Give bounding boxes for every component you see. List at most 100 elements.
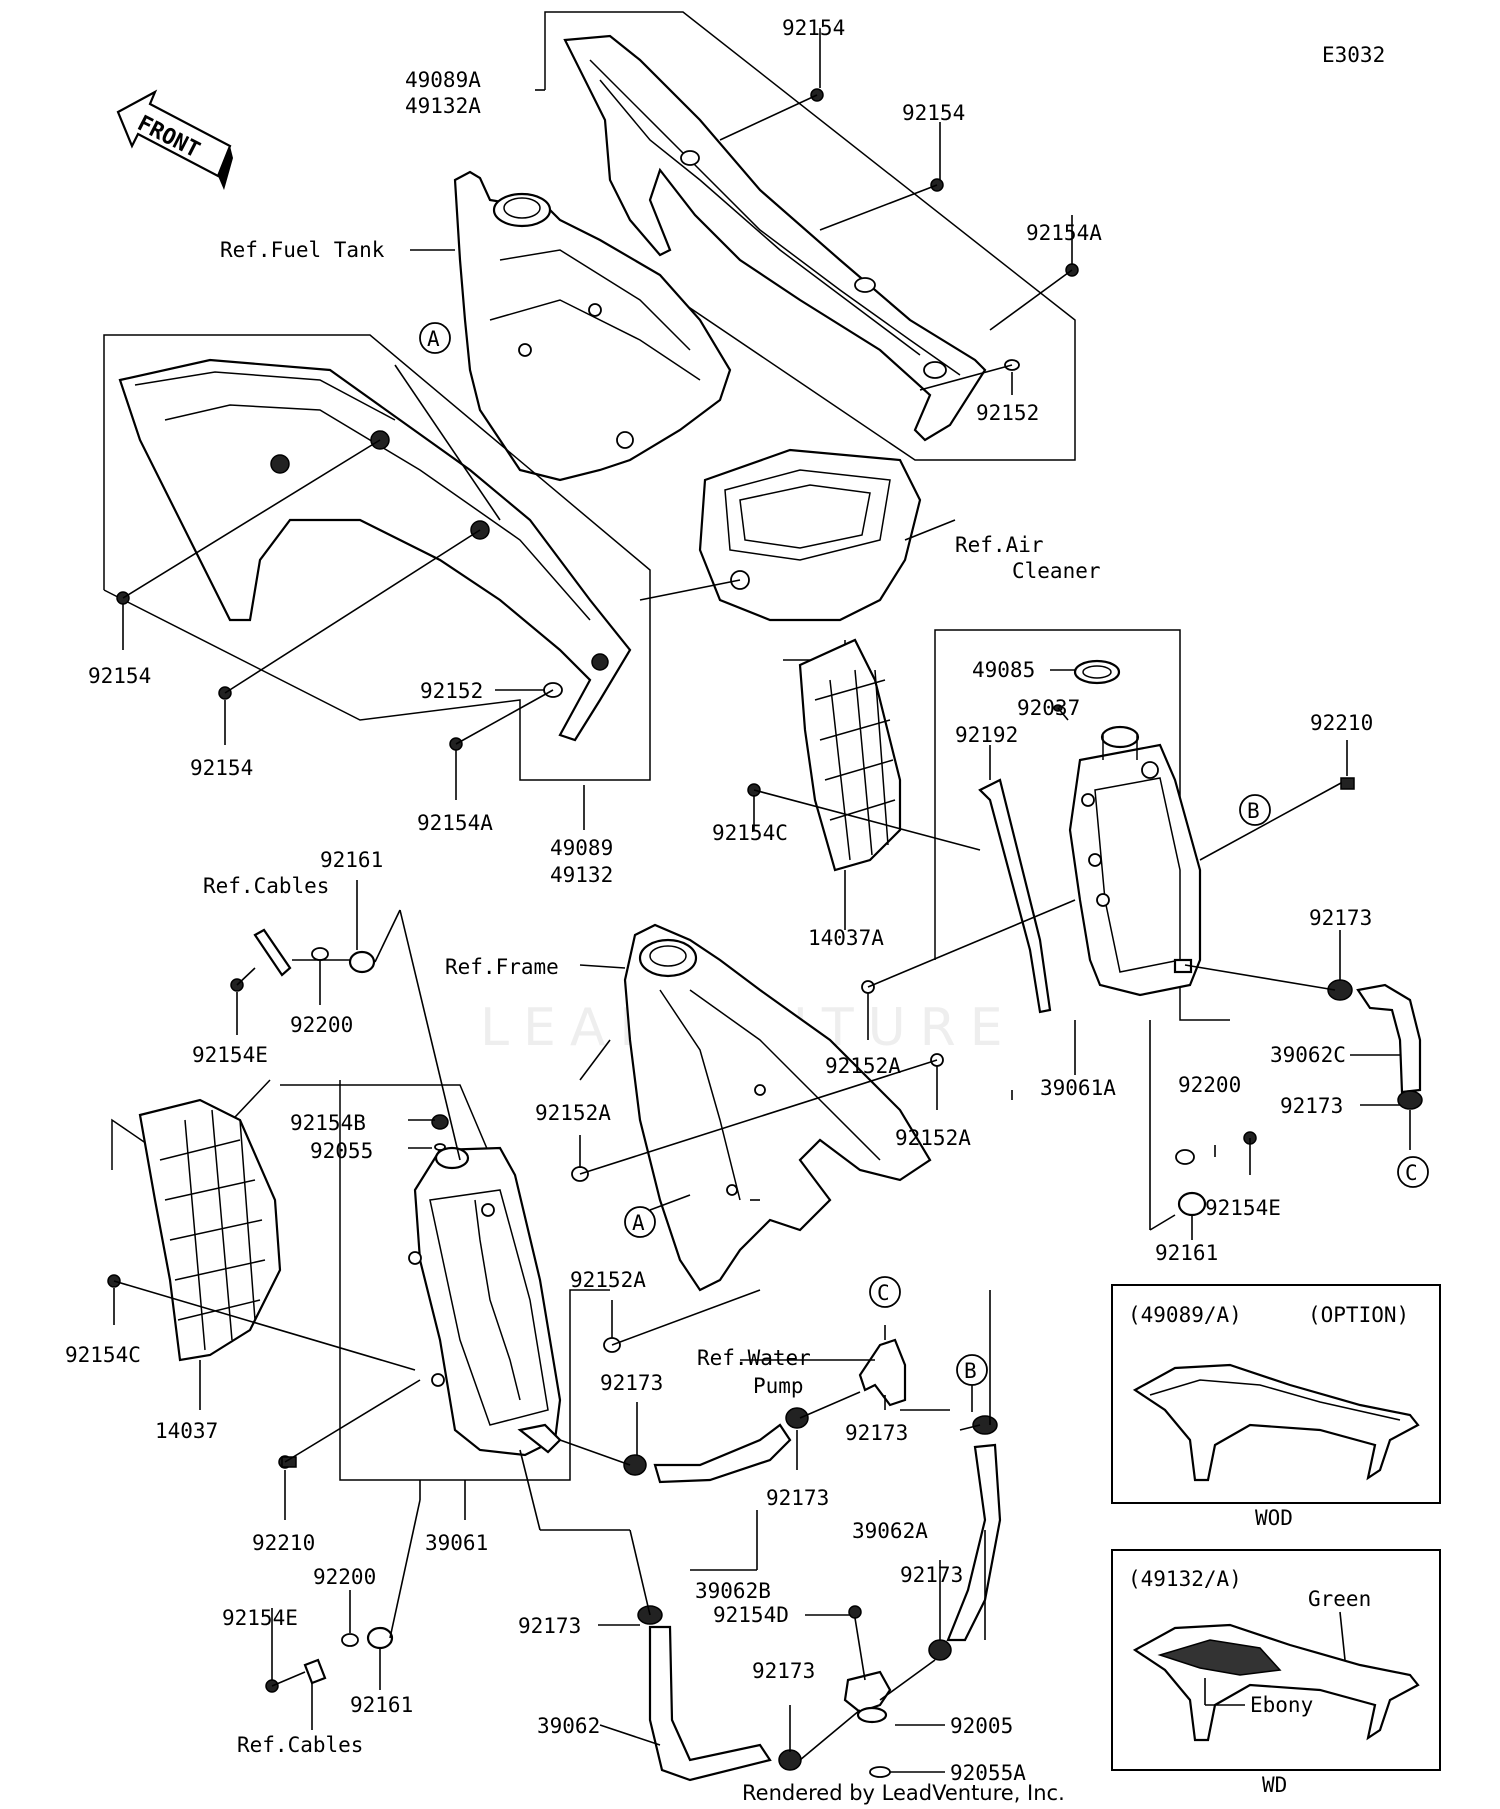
radiator-right [934, 629, 1230, 1021]
callout-b-right: B [1239, 794, 1271, 826]
part-label: 92210 [252, 1531, 315, 1555]
part-label: 39062 [537, 1714, 600, 1738]
part-label: 39062A [852, 1519, 928, 1543]
radiator-left [280, 1080, 610, 1481]
svg-text:C: C [1405, 1161, 1418, 1185]
ref-air-cleaner-line1: Ref.Air [955, 533, 1044, 557]
ref-water-pump-line2: Pump [753, 1374, 804, 1398]
part-label: 92154 [902, 101, 965, 125]
part-label: 49132A [405, 94, 481, 118]
inset-colors-ebony: Ebony [1250, 1693, 1313, 1717]
part-label: 14037 [155, 1419, 218, 1443]
part-label: 92152A [535, 1101, 611, 1125]
part-label: 92173 [1280, 1094, 1343, 1118]
part-label: 92154 [88, 664, 151, 688]
part-label: 92154C [712, 821, 788, 845]
part-label: 92005 [950, 1714, 1013, 1738]
part-label: 39061 [425, 1531, 488, 1555]
callout-a-top: A [419, 322, 451, 354]
part-label: 92152A [895, 1126, 971, 1150]
svg-text:B: B [1247, 799, 1260, 823]
part-label: 92161 [320, 848, 383, 872]
part-label: 92154 [782, 16, 845, 40]
part-label: 92154C [65, 1343, 141, 1367]
upper-shroud-assembly [544, 11, 1076, 461]
part-label: 92055 [310, 1139, 373, 1163]
part-label: 92173 [752, 1659, 815, 1683]
part-label: 92154A [417, 811, 493, 835]
part-label: 92200 [313, 1565, 376, 1589]
ref-air-cleaner-line2: Cleaner [1012, 559, 1101, 583]
svg-text:C: C [877, 1281, 890, 1305]
part-label: 92154E [222, 1606, 298, 1630]
part-label: 92152 [976, 401, 1039, 425]
part-label: 92154E [1205, 1196, 1281, 1220]
ref-cables-top: Ref.Cables [203, 874, 329, 898]
part-label: 92154E [192, 1043, 268, 1067]
inset-option-title-right: (OPTION) [1308, 1303, 1409, 1327]
ref-water-pump-line1: Ref.Water [697, 1346, 811, 1370]
part-label: 92152 [420, 679, 483, 703]
diagram-code: E3032 [1322, 43, 1385, 67]
svg-text:B: B [964, 1359, 977, 1383]
part-label: 92161 [1155, 1241, 1218, 1265]
part-label: 39062B [695, 1579, 771, 1603]
part-label: 92037 [1017, 696, 1080, 720]
part-label: 92200 [1178, 1073, 1241, 1097]
part-label: 92173 [518, 1614, 581, 1638]
radiator-guard-right [783, 638, 902, 872]
tee-fitting-icon [843, 1670, 892, 1724]
callout-a-frame: A [624, 1206, 656, 1238]
part-label: 49085 [972, 658, 1035, 682]
front-arrow-icon: FRONT [116, 89, 233, 190]
part-label: 92173 [1309, 906, 1372, 930]
part-labels: 49089A 49132A 92154 92154 92154A 92152 9… [65, 16, 1373, 1785]
part-label: 92192 [955, 723, 1018, 747]
part-label: 92154B [290, 1111, 366, 1135]
part-label: 92173 [900, 1563, 963, 1587]
radiator-cap-icon [1073, 659, 1121, 685]
ref-fuel-tank: Ref.Fuel Tank [220, 238, 385, 262]
air-cleaner-ref [698, 448, 922, 622]
part-label: 92154 [190, 756, 253, 780]
part-label: 92173 [766, 1486, 829, 1510]
fuel-tank-ref [453, 170, 732, 482]
inset-colors-title: (49132/A) [1128, 1567, 1242, 1591]
part-label: 39062C [1270, 1043, 1346, 1067]
ref-frame: Ref.Frame [445, 955, 559, 979]
inset-colors-green: Green [1308, 1587, 1371, 1611]
svg-text:A: A [427, 327, 440, 351]
part-label: 92152A [570, 1268, 646, 1292]
part-label: 92161 [350, 1693, 413, 1717]
water-pump-fitting-icon [858, 1338, 907, 1407]
inset-option-box: (49089/A) (OPTION) WOD [1111, 1284, 1441, 1530]
callout-c-pump: C [869, 1276, 901, 1308]
footer-credit: Rendered by LeadVenture, Inc. [742, 1781, 1065, 1805]
inset-colors-box: (49132/A) Green Ebony WD [1111, 1549, 1441, 1797]
part-label: 92055A [950, 1761, 1026, 1785]
part-label: 49089 [550, 836, 613, 860]
part-label: 49089A [405, 68, 481, 92]
cable-tie-icons [253, 928, 327, 1685]
svg-text:A: A [632, 1211, 645, 1235]
part-label: 39061A [1040, 1076, 1116, 1100]
part-label: 49132 [550, 863, 613, 887]
ref-cables-bottom: Ref.Cables [237, 1733, 363, 1757]
leader-lines [113, 28, 1411, 1773]
frame-ref [623, 923, 932, 1292]
part-label: 92154A [1026, 221, 1102, 245]
part-label: 92210 [1310, 711, 1373, 735]
radiator-guard-left [111, 1079, 282, 1362]
part-label: 92173 [600, 1371, 663, 1395]
fasteners [107, 88, 1423, 1778]
part-label: 92152A [825, 1054, 901, 1078]
inset-option-caption: WOD [1255, 1506, 1293, 1530]
inset-colors-caption: WD [1262, 1773, 1287, 1797]
inset-option-title-left: (49089/A) [1128, 1303, 1242, 1327]
part-label: 92154D [713, 1603, 789, 1627]
part-label: 92173 [845, 1421, 908, 1445]
part-label: 92200 [290, 1013, 353, 1037]
callout-b-hose: B [956, 1354, 988, 1386]
callout-c-right: C [1397, 1156, 1429, 1188]
